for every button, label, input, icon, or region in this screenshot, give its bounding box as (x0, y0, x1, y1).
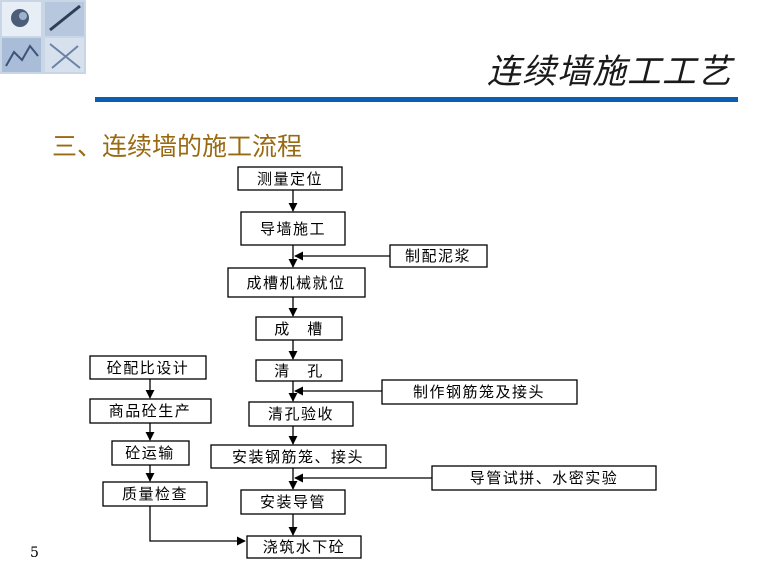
concrete-label: 商品砼生产 (109, 402, 192, 420)
title-rule (95, 97, 738, 102)
step-box (237, 166, 343, 191)
flow-arrow (149, 506, 246, 546)
concrete-box (89, 398, 212, 424)
step-box (227, 267, 366, 298)
step-label: 安装导管 (260, 493, 326, 511)
step-label: 成 槽 (274, 320, 324, 338)
step-label: 清孔验收 (268, 405, 334, 423)
step-box (248, 401, 354, 427)
concrete-label: 砼配比设计 (107, 359, 190, 377)
concrete-box (102, 481, 208, 507)
step-box (255, 359, 343, 382)
input-label: 制配泥浆 (405, 247, 471, 265)
input-box (381, 379, 578, 405)
input-box (389, 244, 488, 268)
page-number: 5 (30, 545, 39, 561)
step-box (255, 316, 343, 341)
concrete-box (89, 355, 207, 380)
step-box (240, 489, 346, 515)
step-label: 浇筑水下砼 (263, 538, 346, 556)
step-box (240, 211, 346, 246)
step-label: 测量定位 (257, 170, 323, 188)
input-label: 制作钢筋笼及接头 (413, 383, 545, 401)
concrete-label: 质量检查 (122, 485, 188, 503)
step-label: 成槽机械就位 (246, 274, 345, 292)
input-box (431, 465, 657, 491)
section-heading: 三、连续墙的施工流程 (52, 132, 303, 161)
step-label: 清 孔 (274, 362, 324, 380)
step-label: 导墙施工 (260, 220, 326, 238)
input-label: 导管试拼、水密实验 (470, 469, 619, 487)
step-box (246, 535, 362, 559)
slide-title: 连续墙施工工艺 (487, 52, 732, 92)
step-box (210, 444, 387, 469)
logo-graphic (0, 0, 86, 74)
concrete-box (111, 440, 190, 466)
step-label: 安装钢筋笼、接头 (232, 448, 364, 466)
concrete-label: 砼运输 (125, 444, 175, 462)
